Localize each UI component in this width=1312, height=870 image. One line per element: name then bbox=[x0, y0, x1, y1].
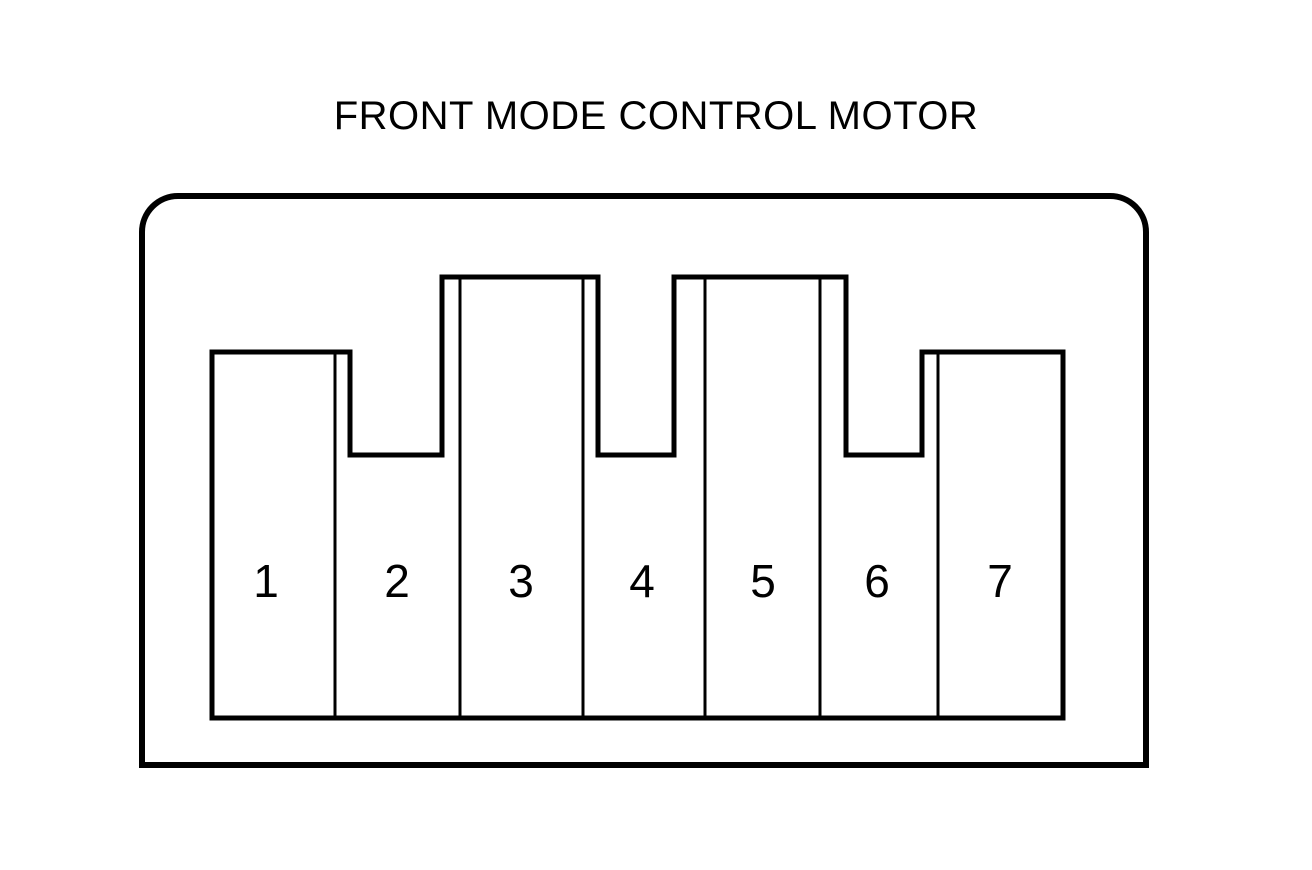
terminal-cavity-block-outline bbox=[209, 274, 1066, 721]
pin-label-3: 3 bbox=[508, 555, 534, 607]
pin-label-5: 5 bbox=[750, 555, 776, 607]
pin-label-7: 7 bbox=[987, 555, 1013, 607]
pin-label-6: 6 bbox=[864, 555, 890, 607]
pin-label-4: 4 bbox=[629, 555, 655, 607]
connector-housing-outline bbox=[139, 193, 1149, 768]
page-title: FRONT MODE CONTROL MOTOR bbox=[333, 94, 979, 138]
pin-label-2: 2 bbox=[384, 555, 410, 607]
pin-label-1: 1 bbox=[253, 555, 279, 607]
